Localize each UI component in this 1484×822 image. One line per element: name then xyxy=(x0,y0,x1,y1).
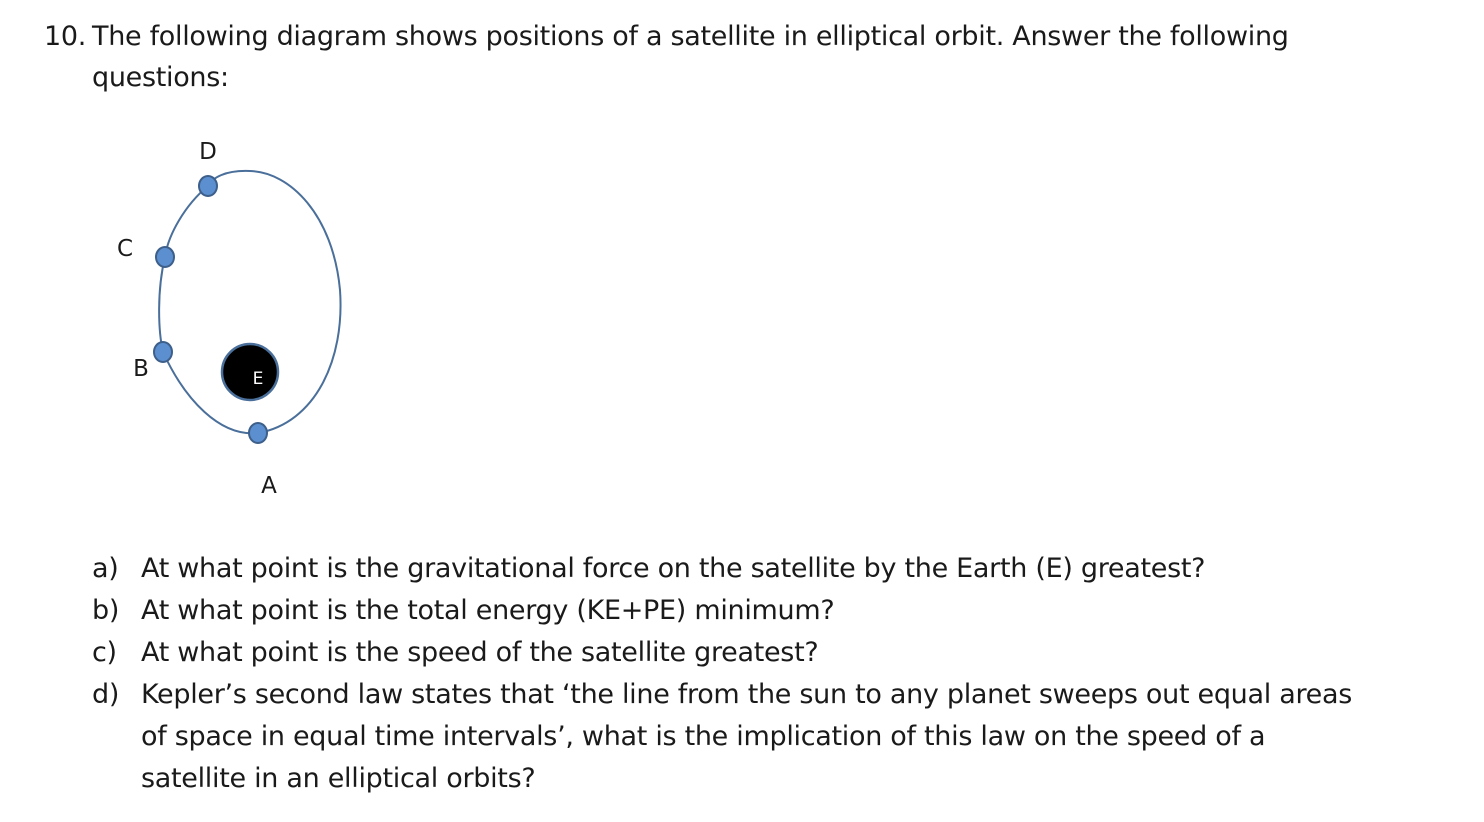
satellite-point-d xyxy=(198,175,218,197)
subquestion-a-label: a) xyxy=(92,553,119,584)
satellite-point-b xyxy=(153,341,173,363)
earth-body xyxy=(220,342,280,402)
subquestion-d-text: Kepler’s second law states that ‘the lin… xyxy=(141,679,1352,794)
subquestion-c: c) At what point is the speed of the sat… xyxy=(92,632,1352,674)
point-label-b: B xyxy=(133,356,149,382)
subquestion-d-label: d) xyxy=(92,679,120,710)
satellite-point-a xyxy=(248,422,268,444)
question-stem-line2: questions: xyxy=(92,62,229,93)
subquestion-b-label: b) xyxy=(92,595,120,626)
point-label-c: C xyxy=(117,236,133,262)
subquestion-c-text: At what point is the speed of the satell… xyxy=(141,637,819,668)
satellite-point-c xyxy=(155,246,175,268)
point-label-d: D xyxy=(199,139,217,165)
subquestion-b-text: At what point is the total energy (KE+PE… xyxy=(141,595,835,626)
subquestion-a-text: At what point is the gravitational force… xyxy=(141,553,1206,584)
subquestion-a: a) At what point is the gravitational fo… xyxy=(92,548,1352,590)
earth-label: E xyxy=(253,369,264,389)
subquestion-list: a) At what point is the gravitational fo… xyxy=(92,548,1352,800)
subquestion-b: b) At what point is the total energy (KE… xyxy=(92,590,1352,632)
question-number: 10. xyxy=(44,21,87,52)
question-stem-line1: The following diagram shows positions of… xyxy=(92,21,1289,52)
subquestion-c-label: c) xyxy=(92,637,117,668)
question-stem: 10.The following diagram shows positions… xyxy=(44,16,1344,98)
point-label-a: A xyxy=(261,473,277,499)
subquestion-d: d) Kepler’s second law states that ‘the … xyxy=(92,674,1352,800)
